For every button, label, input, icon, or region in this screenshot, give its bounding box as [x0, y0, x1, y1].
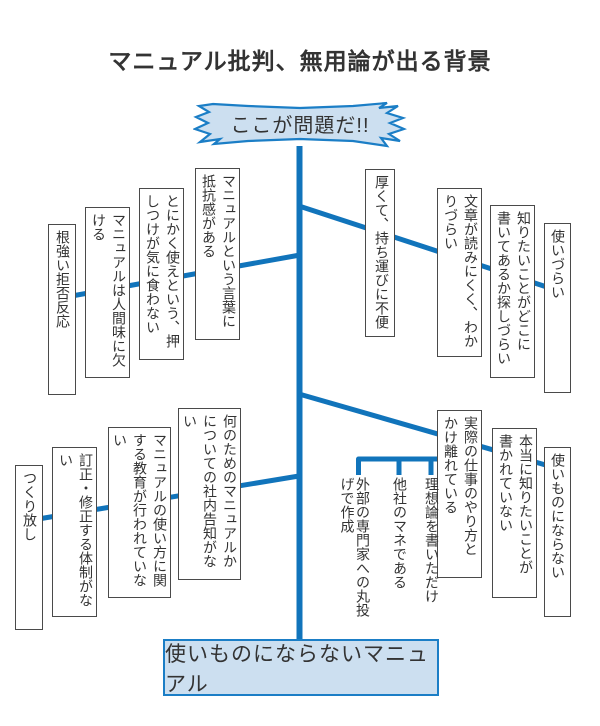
sub-branch-comb-line [356, 456, 465, 475]
cause-box-thick-hard-to-carry: 厚くて、持ち運びに不便 [365, 169, 395, 337]
cause-box-forced-use: とにかく使えという、押 しつけが気に食わない [139, 188, 184, 360]
cause-box-useless: 使いものにならない [544, 447, 571, 617]
cause-box-no-usage-training: マニュアルの使い方に関 する教育が行われていな い [108, 427, 171, 598]
cause-box-word-resistance: マニュアルという言葉に 抵抗感がある [195, 168, 240, 340]
cause-box-lacks-humanity: マニュアルは人間味に欠 ける [85, 207, 130, 378]
cause-box-hard-to-use: 使いづらい [544, 223, 571, 393]
torn-ribbon-shape [193, 101, 407, 148]
problem-banner-label: ここが問題だ!! [230, 115, 370, 137]
sub-cause-outsourced-to-experts: 外部の専門家への丸投 げで作成 [339, 477, 372, 617]
result-box-label: 使いものにならないマニュアル [165, 642, 429, 696]
page-title: マニュアル批判、無用論が出る背景 [108, 48, 492, 74]
cause-box-made-and-abandoned: つくり放し [15, 465, 43, 630]
cause-box-far-from-real-work: 実際の仕事のやり方と かけ離れている [437, 410, 482, 578]
cause-box-no-revision-system: 訂正・修正する体制がな い [52, 447, 97, 617]
torn-ribbon-polygon [193, 101, 407, 148]
sub-cause-only-ideals: 理想論を書いただけ [424, 477, 440, 603]
cause-box-no-internal-notice: 何のためのマニュアルか についての社内告知がな い [178, 408, 241, 580]
cause-box-deep-rejection: 根強い拒否反応 [48, 224, 76, 395]
cause-box-hard-to-read: 文章が読みにくく、わか りづらい [437, 188, 482, 357]
result-box: 使いものにならないマニュアル [163, 639, 439, 696]
problem-banner: ここが問題だ!! [193, 97, 407, 150]
sub-cause-copy-of-other-company: 他社のマネである [392, 477, 408, 589]
cause-box-not-what-we-want-to-know: 本当に知りたいことが 書かれていない [492, 428, 537, 598]
cause-box-hard-to-find: 知りたいことがどこに 書いてあるか探しづらい [490, 205, 535, 378]
